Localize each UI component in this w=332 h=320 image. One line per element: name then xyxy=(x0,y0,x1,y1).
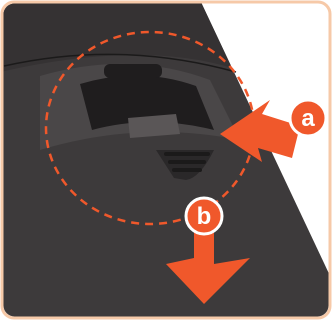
callout-a-badge xyxy=(288,98,328,138)
device-recess xyxy=(80,75,214,130)
latch-release xyxy=(156,150,214,180)
latch-ridge xyxy=(172,168,202,172)
callout-a-label: a xyxy=(301,105,315,132)
callout-b-label: b xyxy=(197,203,212,230)
body-seam-line xyxy=(3,53,237,73)
latch-tab xyxy=(128,114,180,138)
arrow-left-icon xyxy=(220,100,300,162)
latch-ridge xyxy=(168,160,206,164)
upper-slot xyxy=(104,64,162,78)
callout-b-badge xyxy=(184,196,224,236)
latch-ridge xyxy=(164,152,210,156)
arrow-down-icon xyxy=(166,226,250,304)
